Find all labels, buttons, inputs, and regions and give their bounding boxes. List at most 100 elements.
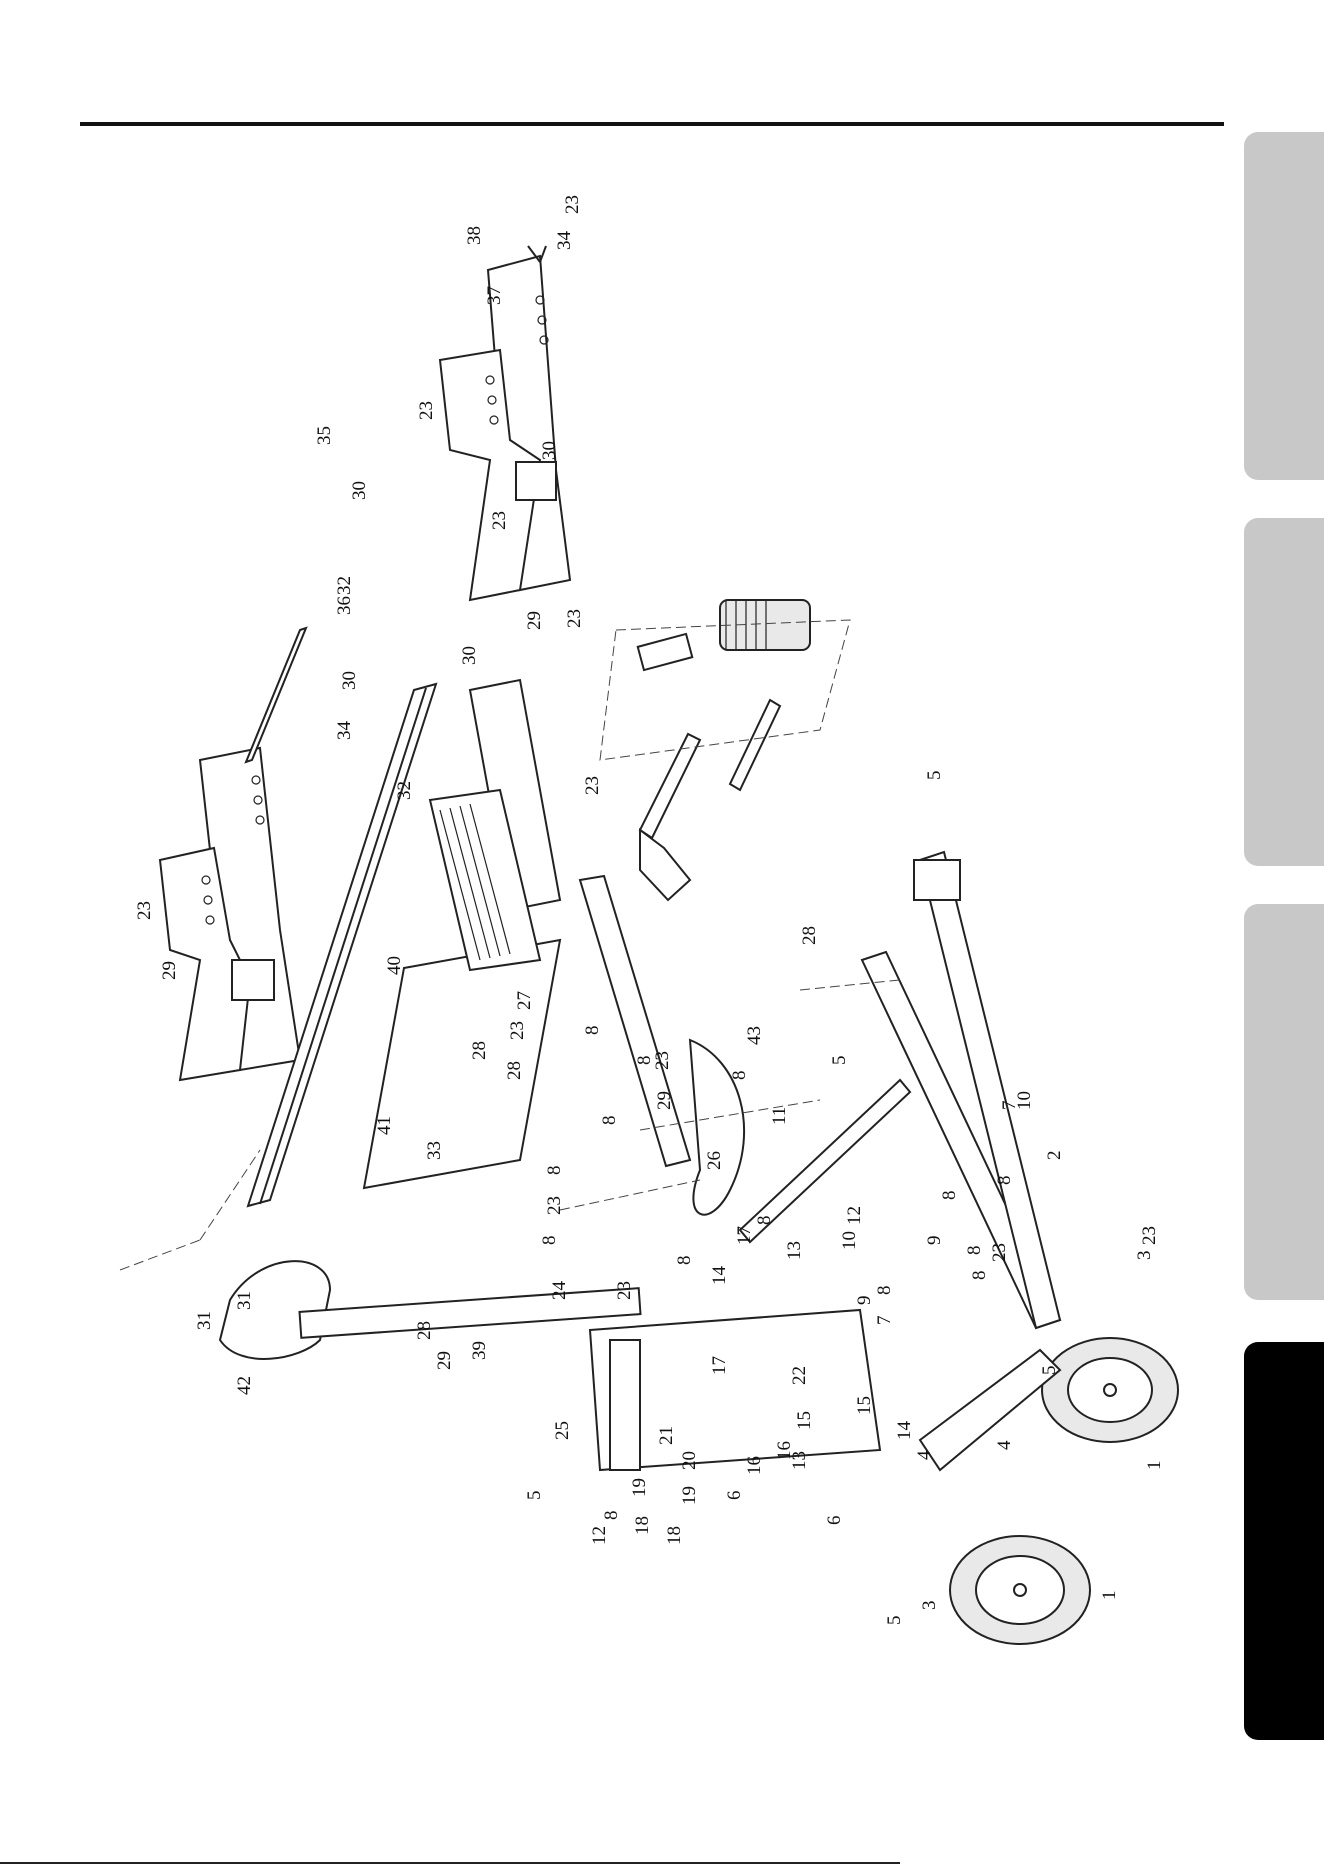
footer-rule: [0, 1862, 900, 1864]
callout-label: 8: [939, 1191, 960, 1201]
rod: [246, 628, 306, 762]
callout-label: 26: [704, 1151, 725, 1170]
callout-label: 20: [679, 1451, 700, 1470]
callout-label: 8: [544, 1166, 565, 1176]
callout-label: 17: [734, 1226, 755, 1245]
angle-dial: [690, 1040, 744, 1215]
callout-label: 17: [709, 1356, 730, 1375]
callout-label: 30: [349, 481, 370, 500]
callout-label: 8: [874, 1286, 895, 1296]
callout-label: 4: [994, 1440, 1015, 1450]
callout-label: 15: [794, 1411, 815, 1430]
callout-label: 7: [874, 1316, 895, 1326]
callout-label: 30: [539, 441, 560, 460]
callout-label: 28: [504, 1061, 525, 1080]
release-handle: [640, 734, 700, 900]
callout-label: 23: [562, 195, 583, 214]
callout-label: 28: [469, 1041, 490, 1060]
callout-label: 23: [582, 776, 603, 795]
callout-label: 30: [459, 646, 480, 665]
callout-label: 8: [969, 1271, 990, 1281]
callout-label: 16: [774, 1441, 795, 1460]
callout-label: 4: [914, 1450, 935, 1460]
callout-label: 43: [744, 1026, 765, 1045]
callout-label: 29: [434, 1351, 455, 1370]
callout-label: 21: [656, 1426, 677, 1445]
callout-label: 27: [514, 991, 535, 1010]
callout-label: 8: [582, 1026, 603, 1036]
callout-label: 35: [314, 426, 335, 445]
callout-label: 12: [589, 1526, 610, 1545]
callout-label: 8: [964, 1246, 985, 1256]
callout-label: 8: [601, 1511, 622, 1521]
callout-label: 29: [159, 961, 180, 980]
callout-label: 11: [769, 1107, 790, 1125]
callout-label: 22: [789, 1366, 810, 1385]
center-frame: [430, 680, 560, 970]
callout-label: 5: [1039, 1366, 1060, 1376]
callout-label: 15: [854, 1396, 875, 1415]
callout-label: 12: [844, 1206, 865, 1225]
callout-label: 13: [784, 1241, 805, 1260]
callout-label: 8: [729, 1071, 750, 1081]
callout-label: 8: [599, 1116, 620, 1126]
callout-label: 14: [709, 1266, 730, 1286]
wheel-upper: [1042, 1338, 1178, 1442]
callout-label: 25: [552, 1421, 573, 1440]
callout-label: 18: [632, 1516, 653, 1535]
base-frame: [590, 1310, 880, 1470]
callout-label: 10: [839, 1231, 860, 1250]
callout-label: 9: [854, 1296, 875, 1306]
callout-label: 23: [652, 1051, 673, 1070]
callout-label: 2: [1044, 1151, 1065, 1161]
callout-label: 23: [544, 1196, 565, 1215]
callout-label: 3: [919, 1601, 940, 1611]
callout-label: 1: [1099, 1591, 1120, 1601]
platform-plate: [364, 940, 560, 1188]
callout-label: 8: [674, 1256, 695, 1266]
callout-label: 31: [234, 1291, 255, 1310]
hydraulic-pump: [600, 600, 850, 790]
callout-label: 32: [334, 576, 355, 595]
callout-label: 18: [664, 1526, 685, 1545]
callout-label: 42: [234, 1376, 255, 1395]
callout-label: 5: [884, 1616, 905, 1626]
callout-label: 5: [524, 1491, 545, 1501]
callout-label: 37: [484, 286, 505, 305]
callout-label: 33: [424, 1141, 445, 1160]
callout-label: 23: [507, 1021, 528, 1040]
callout-label: 34: [334, 721, 355, 741]
callout-label: 29: [654, 1091, 675, 1110]
callout-label: 31: [194, 1311, 215, 1330]
callout-label: 32: [394, 781, 415, 800]
callout-label: 40: [384, 956, 405, 975]
callout-label: 39: [469, 1341, 490, 1360]
callout-label: 19: [679, 1486, 700, 1505]
t-handle: [220, 1261, 640, 1359]
callout-label: 29: [524, 611, 545, 630]
callout-label: 14: [894, 1421, 915, 1441]
callout-label: 8: [539, 1236, 560, 1246]
callout-label: 24: [549, 1281, 570, 1301]
callout-label: 8: [994, 1176, 1015, 1186]
callout-label: 6: [724, 1491, 745, 1501]
lift-arm: [580, 876, 690, 1166]
callout-label: 3: [1134, 1251, 1155, 1261]
callout-label: 10: [1014, 1091, 1035, 1110]
callout-label: 8: [754, 1216, 775, 1226]
callout-label: 23: [1139, 1226, 1160, 1245]
callout-label: 28: [799, 926, 820, 945]
callout-label: 5: [924, 771, 945, 781]
callout-label: 9: [924, 1236, 945, 1246]
callout-label: 5: [829, 1056, 850, 1066]
wheel-lower: [950, 1536, 1090, 1644]
callout-label: 23: [564, 609, 585, 628]
callout-label: 23: [614, 1281, 635, 1300]
callout-label: 28: [414, 1321, 435, 1340]
callout-label: 30: [339, 671, 360, 690]
callout-label: 1: [1144, 1461, 1165, 1471]
callout-label: 23: [134, 901, 155, 920]
callout-label: 19: [629, 1478, 650, 1497]
